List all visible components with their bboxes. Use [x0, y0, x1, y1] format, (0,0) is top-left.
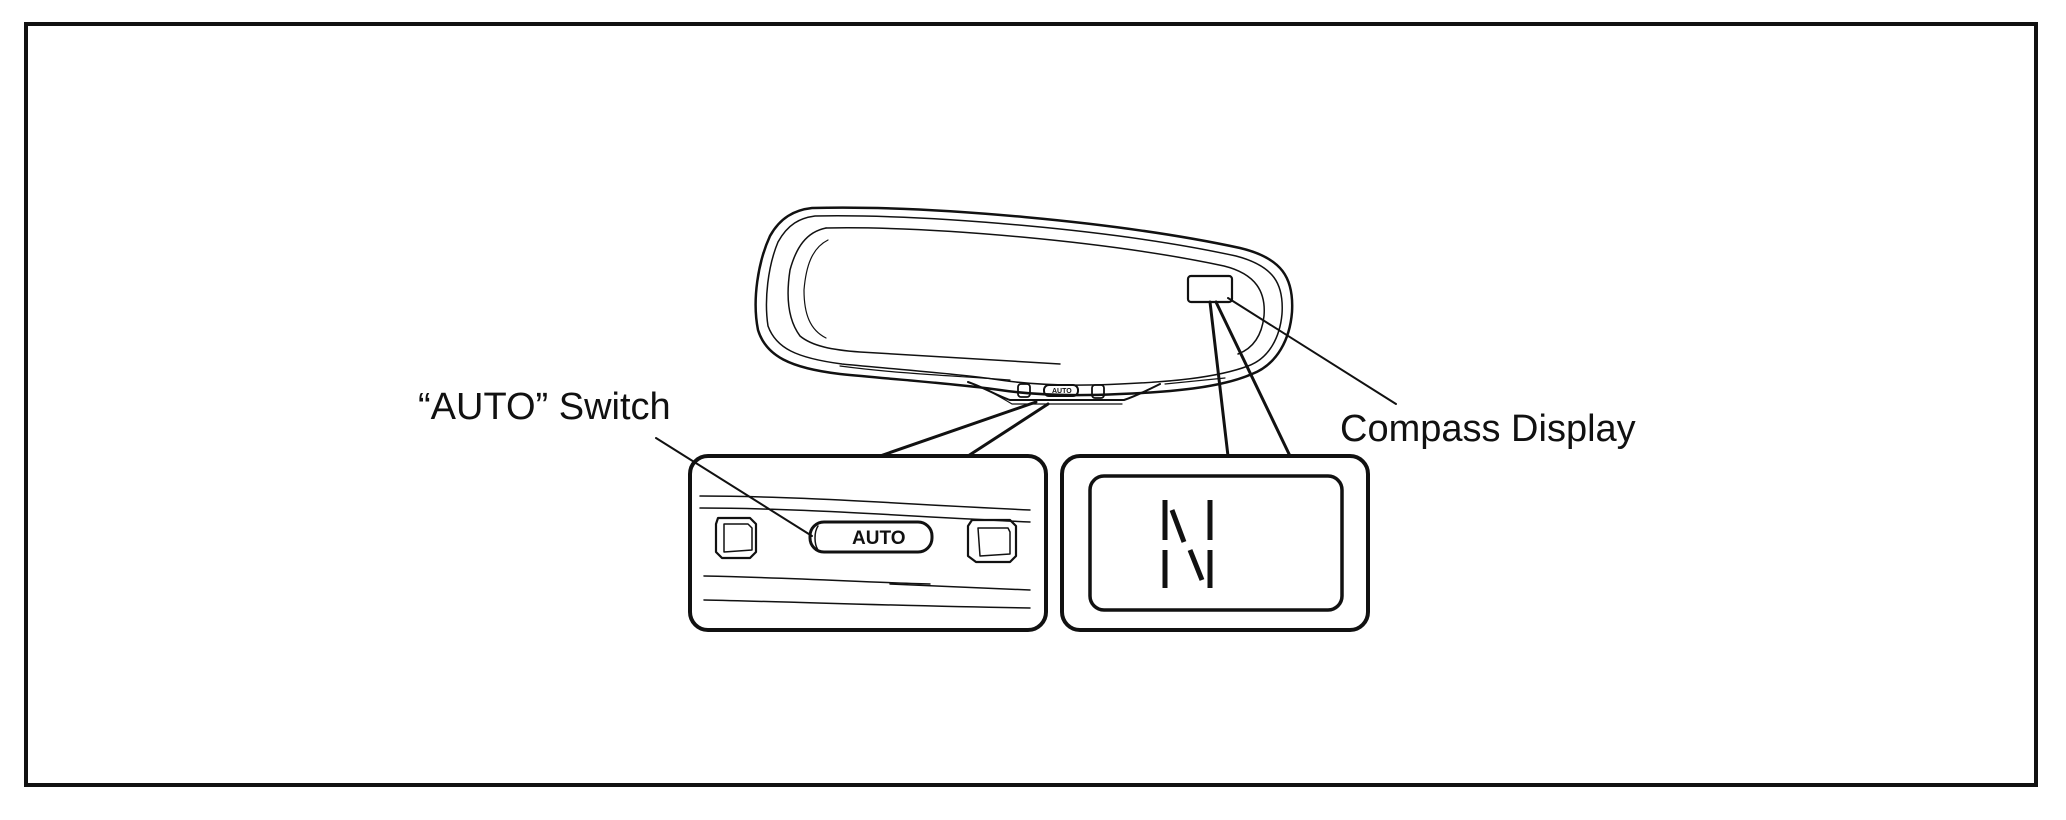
- auto-switch-detail: AUTO: [688, 454, 1048, 632]
- auto-switch-label: “AUTO” Switch: [418, 386, 671, 428]
- auto-detail-callout-lines: [878, 400, 1050, 458]
- auto-switch-leader: [655, 437, 813, 537]
- compass-display-leader: [1227, 297, 1397, 405]
- rearview-mirror: AUTO: [754, 206, 1294, 405]
- compass-display-detail: N: [1060, 454, 1370, 632]
- compass-detail-callout-lines: [1208, 300, 1292, 458]
- compass-heading-segments: [1162, 500, 1213, 588]
- compass-display-label: Compass Display: [1340, 408, 1636, 450]
- auto-button-text: AUTO: [852, 528, 905, 549]
- svg-text:AUTO: AUTO: [1052, 388, 1072, 395]
